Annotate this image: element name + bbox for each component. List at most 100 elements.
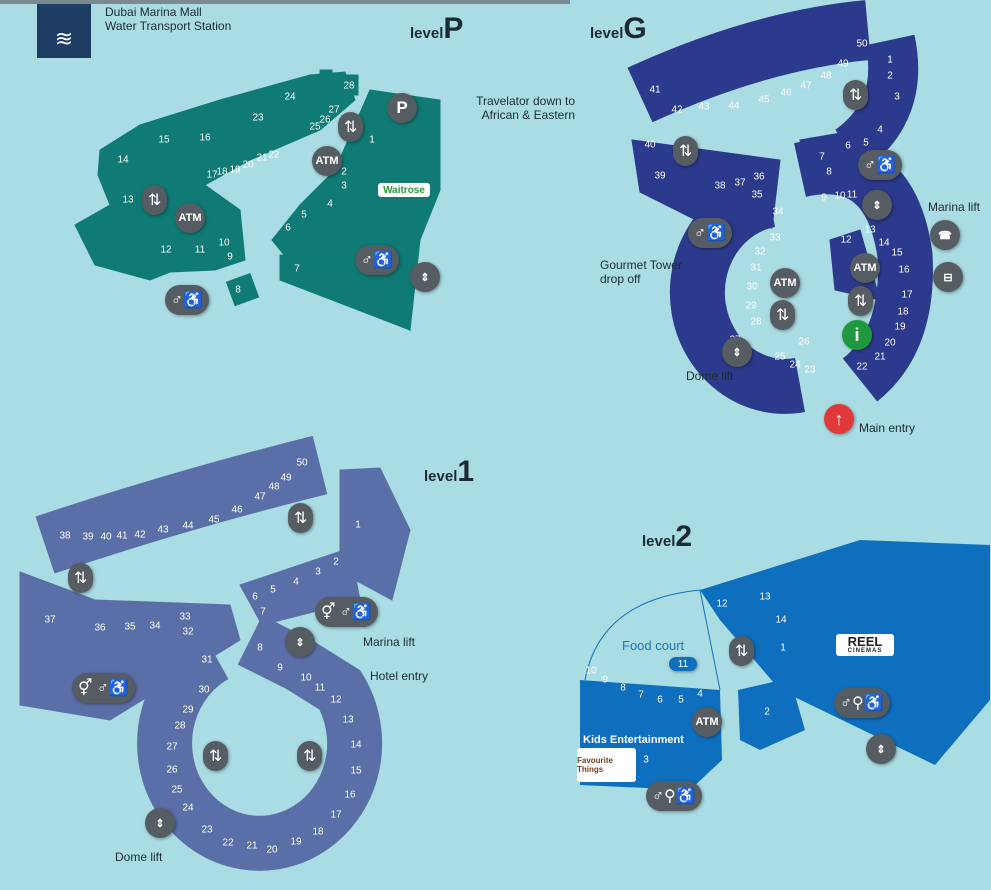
unit-label-level-1[interactable]: 6 (252, 592, 258, 603)
unit-label-level-G[interactable]: 33 (769, 233, 781, 244)
unit-label-level-P[interactable]: 13 (122, 195, 134, 206)
escalator-icon[interactable]: ⇅ (770, 300, 796, 330)
lift-icon[interactable]: ⇕ (145, 808, 175, 838)
food-court-unit[interactable]: 11 (669, 657, 697, 671)
unit-label-level-1[interactable]: 39 (82, 532, 94, 543)
unit-label-level-2[interactable]: 13 (759, 592, 771, 603)
unit-label-level-P[interactable]: 26 (319, 115, 331, 126)
unit-label-level-1[interactable]: 47 (254, 492, 266, 503)
escalator-icon[interactable]: ⇅ (843, 80, 869, 110)
lift-icon[interactable]: ⇕ (722, 337, 752, 367)
unit-label-level-G[interactable]: 9 (821, 193, 827, 204)
unit-label-level-1[interactable]: 49 (280, 473, 292, 484)
unit-label-level-1[interactable]: 15 (350, 766, 362, 777)
waitrose-logo[interactable]: Waitrose (378, 183, 430, 197)
unit-label-level-1[interactable]: 20 (266, 845, 278, 856)
unit-label-level-1[interactable]: 43 (157, 525, 169, 536)
unit-label-level-P[interactable]: 1 (369, 135, 375, 146)
unit-label-level-P[interactable]: 3 (341, 181, 347, 192)
unit-label-level-2[interactable]: 12 (716, 599, 728, 610)
unit-label-level-1[interactable]: 11 (315, 683, 326, 694)
unit-label-level-1[interactable]: 9 (277, 663, 283, 674)
unit-label-level-G[interactable]: 26 (798, 337, 810, 348)
unit-label-level-P[interactable]: 27 (328, 105, 340, 116)
escalator-icon[interactable]: ⇅ (297, 741, 323, 771)
unit-label-level-G[interactable]: 20 (884, 338, 896, 349)
unit-label-level-1[interactable]: 16 (344, 790, 356, 801)
unit-label-level-1[interactable]: 26 (166, 765, 178, 776)
escalator-icon[interactable]: ⇅ (673, 136, 699, 166)
unit-label-level-1[interactable]: 10 (300, 673, 312, 684)
favourite-things-logo[interactable]: Favourite Things (577, 748, 636, 782)
unit-label-level-G[interactable]: 16 (898, 265, 910, 276)
unit-label-level-1[interactable]: 17 (330, 810, 342, 821)
atm-icon[interactable]: ATM (850, 253, 880, 283)
unit-label-level-P[interactable]: 28 (343, 81, 355, 92)
unit-label-level-P[interactable]: 7 (294, 264, 300, 275)
unit-label-level-G[interactable]: 6 (845, 141, 851, 152)
unit-label-level-P[interactable]: 8 (235, 285, 241, 296)
unit-label-level-G[interactable]: 19 (894, 322, 906, 333)
main-entry-arrow-icon[interactable]: ↑ (824, 404, 854, 434)
unit-label-level-G[interactable]: 11 (847, 190, 858, 201)
unit-label-level-G[interactable]: 42 (671, 105, 683, 116)
unit-label-level-1[interactable]: 28 (174, 721, 186, 732)
info-icon[interactable]: i (842, 320, 872, 350)
unit-label-level-G[interactable]: 5 (863, 138, 869, 149)
unit-label-level-2[interactable]: 2 (764, 707, 770, 718)
unit-label-level-G[interactable]: 32 (754, 247, 766, 258)
unit-label-level-1[interactable]: 36 (94, 623, 106, 634)
unit-label-level-G[interactable]: 34 (772, 207, 784, 218)
unit-label-level-2[interactable]: 3 (643, 755, 649, 766)
unit-label-level-1[interactable]: 5 (270, 585, 276, 596)
unit-label-level-1[interactable]: 25 (171, 785, 183, 796)
unit-label-level-1[interactable]: 31 (201, 655, 213, 666)
unit-label-level-1[interactable]: 2 (333, 557, 339, 568)
unit-label-level-1[interactable]: 38 (59, 531, 71, 542)
restroom-accessible-icon[interactable]: ♂♿ (688, 218, 732, 248)
restroom-accessible-icon[interactable]: ♂♿ (355, 245, 399, 275)
unit-label-level-P[interactable]: 22 (268, 150, 280, 161)
unit-label-level-1[interactable]: 32 (182, 627, 194, 638)
atm-icon[interactable]: ATM (770, 268, 800, 298)
unit-label-level-G[interactable]: 35 (751, 190, 763, 201)
unit-label-level-G[interactable]: 4 (877, 125, 883, 136)
unit-label-level-G[interactable]: 14 (878, 238, 890, 249)
escalator-icon[interactable]: ⇅ (729, 636, 755, 666)
unit-label-level-2[interactable]: 4 (697, 689, 703, 700)
unit-label-level-1[interactable]: 29 (182, 705, 194, 716)
unit-label-level-P[interactable]: 6 (285, 223, 291, 234)
unit-label-level-1[interactable]: 34 (149, 621, 161, 632)
unit-label-level-G[interactable]: 41 (649, 85, 661, 96)
unit-label-level-G[interactable]: 45 (758, 95, 770, 106)
unit-label-level-1[interactable]: 41 (116, 531, 128, 542)
unit-label-level-1[interactable]: 7 (260, 607, 266, 618)
unit-label-level-1[interactable]: 19 (290, 837, 302, 848)
unit-label-level-P[interactable]: 18 (216, 167, 228, 178)
unit-label-level-G[interactable]: 15 (891, 248, 903, 259)
unit-label-level-1[interactable]: 12 (330, 695, 342, 706)
unit-label-level-1[interactable]: 1 (355, 520, 361, 531)
unit-label-level-1[interactable]: 50 (296, 458, 308, 469)
unit-label-level-P[interactable]: 2 (341, 167, 347, 178)
escalator-icon[interactable]: ⇅ (288, 503, 314, 533)
unit-label-level-G[interactable]: 18 (897, 307, 909, 318)
unit-label-level-1[interactable]: 37 (44, 615, 56, 626)
unit-label-level-G[interactable]: 21 (874, 352, 886, 363)
unit-label-level-P[interactable]: 17 (206, 170, 218, 181)
atm-icon[interactable]: ATM (175, 203, 205, 233)
unit-label-level-1[interactable]: 40 (100, 532, 112, 543)
unit-label-level-G[interactable]: 39 (654, 171, 666, 182)
unit-label-level-G[interactable]: 1 (887, 55, 893, 66)
unit-label-level-2[interactable]: 6 (657, 695, 663, 706)
unit-label-level-P[interactable]: 19 (229, 165, 241, 176)
unit-label-level-P[interactable]: 25 (309, 122, 321, 133)
unit-label-level-G[interactable]: 38 (714, 181, 726, 192)
unit-label-level-1[interactable]: 21 (246, 841, 258, 852)
unit-label-level-2[interactable]: 5 (678, 695, 684, 706)
unit-label-level-G[interactable]: 23 (804, 365, 816, 376)
unit-label-level-1[interactable]: 23 (201, 825, 213, 836)
lift-icon[interactable]: ⇕ (866, 734, 896, 764)
unit-label-level-P[interactable]: 16 (199, 133, 211, 144)
